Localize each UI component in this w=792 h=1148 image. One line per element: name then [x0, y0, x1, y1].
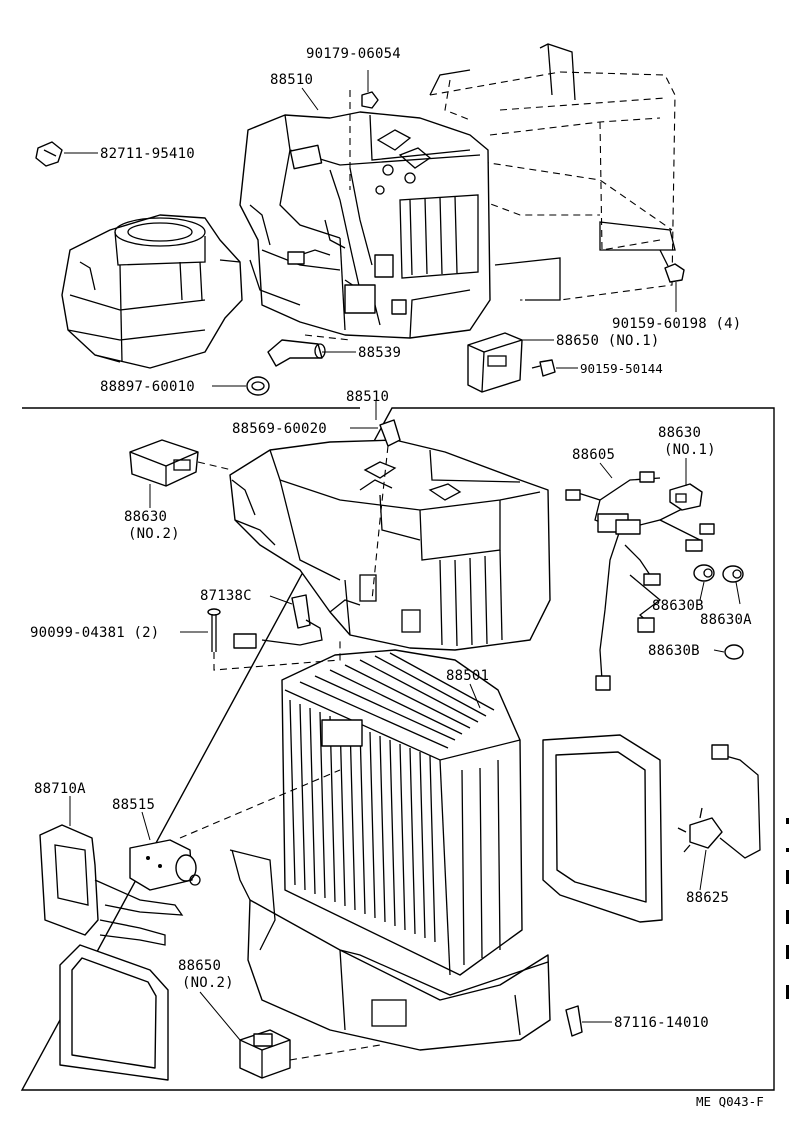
nut-90159-60198	[659, 249, 685, 283]
label-88510-top: 88510	[270, 72, 313, 88]
nut-90179-06054	[361, 91, 379, 109]
sensor-88630b-lower	[724, 644, 744, 660]
label-88501: 88501	[446, 668, 489, 684]
grommet-88897-60010	[246, 376, 270, 396]
seal-left-lower	[59, 944, 169, 1081]
screw-90099-04381	[207, 608, 221, 652]
clip-88569-60020	[379, 419, 401, 447]
lower-leader-lines	[69, 427, 741, 1061]
upper-case-half	[229, 439, 551, 651]
label-88630b-upper: 88630B	[652, 598, 704, 614]
amplifier-88650-no1	[467, 332, 523, 393]
label-88605: 88605	[572, 447, 615, 463]
label-90179-06054: 90179-06054	[306, 46, 401, 62]
label-88650-no2-num: 88650	[178, 958, 221, 974]
sensor-88625	[677, 744, 761, 859]
label-88630-no2-sub: (NO.2)	[128, 526, 180, 542]
label-82711-95410: 82711-95410	[100, 146, 195, 162]
hose-88539	[267, 339, 326, 367]
label-88630b-lower: 88630B	[648, 643, 700, 659]
edge-marks	[786, 818, 789, 999]
label-88897-60010: 88897-60010	[100, 379, 195, 395]
label-87116-14010: 87116-14010	[614, 1015, 709, 1031]
label-88510-box: 88510	[346, 389, 389, 405]
sensor-88630b-upper	[693, 564, 715, 582]
label-88630a: 88630A	[700, 612, 752, 628]
screw-90159-50144	[531, 359, 556, 377]
relay-88630-no1	[669, 483, 703, 511]
label-90099-04381: 90099-04381 (2)	[30, 625, 159, 641]
diagram-code: ME Q043-F	[696, 1094, 764, 1109]
label-88539: 88539	[358, 345, 401, 361]
relay-88630-no2	[129, 439, 199, 487]
label-88569-60020: 88569-60020	[232, 421, 327, 437]
label-88630-no1-num: 88630	[658, 425, 701, 441]
seal-right	[542, 734, 663, 923]
lower-case	[229, 849, 551, 1051]
blower-case	[61, 214, 243, 369]
label-87138c: 87138C	[200, 588, 252, 604]
sensor-87138c	[233, 594, 323, 649]
label-88630-no1-sub: (NO.1)	[664, 442, 716, 458]
label-90159-60198: 90159-60198 (4)	[612, 316, 741, 332]
expansion-valve-88515	[129, 839, 201, 891]
rear-housing-dashed	[429, 43, 676, 301]
label-88630-no2-num: 88630	[124, 509, 167, 525]
label-90159-50144: 90159-50144	[580, 361, 663, 376]
label-88650-no2-sub: (NO.2)	[182, 975, 234, 991]
label-88710a: 88710A	[34, 781, 86, 797]
amplifier-88650-no2	[239, 1029, 291, 1079]
upper-heater-unit	[239, 111, 491, 339]
label-88650-no1: 88650 (NO.1)	[556, 333, 660, 349]
clip-87116-14010	[565, 1005, 583, 1037]
clip-82711-95410	[35, 141, 63, 167]
label-88625: 88625	[686, 890, 729, 906]
evaporator-88501	[281, 649, 523, 976]
upper-leader-lines	[64, 70, 677, 387]
label-88515: 88515	[112, 797, 155, 813]
sensor-88630a	[722, 565, 744, 583]
pipe-88710a	[39, 824, 184, 946]
